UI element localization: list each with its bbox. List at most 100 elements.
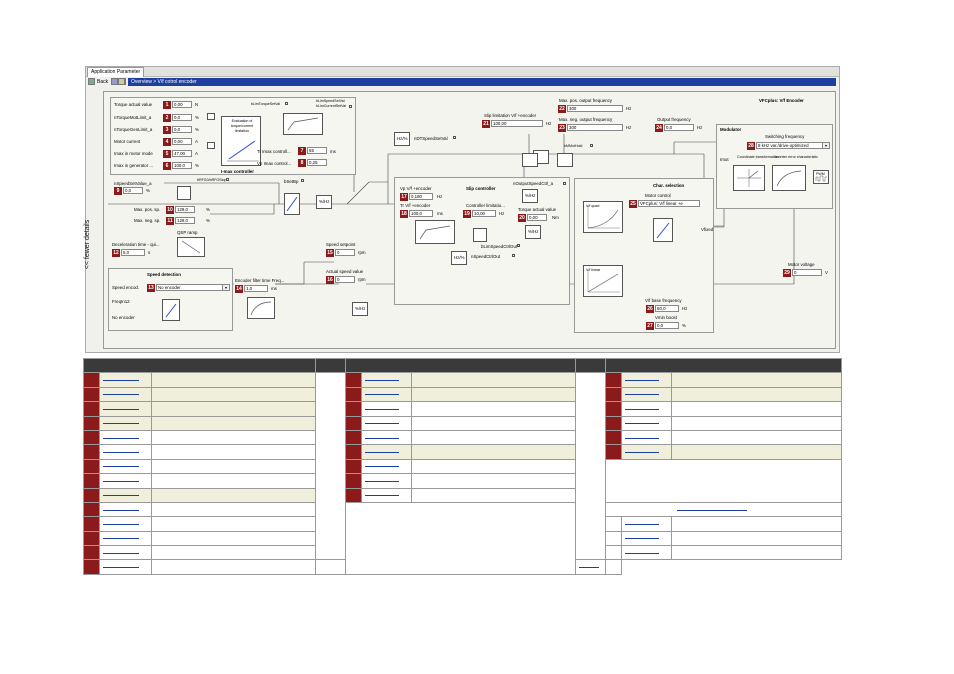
side-panel-toggle[interactable]: << fewer details (84, 91, 101, 351)
out-limit-block-1 (522, 153, 538, 167)
row-link (103, 509, 139, 511)
ctrl-lim-field[interactable]: 10,00 (472, 210, 496, 217)
sig-output-speed: nOutputSpeedCtrl_a (513, 181, 554, 186)
address-bar[interactable]: Overview > V/f cotrol encoder (128, 78, 836, 86)
actual-speed-field[interactable]: 0 (335, 276, 355, 283)
output-freq-label: Output frequency (657, 117, 691, 122)
qsp-ramp-label: QSP ramp (177, 230, 198, 235)
row-link (365, 422, 400, 425)
row-link (103, 537, 139, 540)
port-output-speed[interactable] (563, 182, 566, 185)
max-pos-output-field[interactable]: 300 (567, 105, 623, 112)
pi-slip-block (415, 220, 455, 244)
percent-to-hz-block: %/Hz (316, 195, 332, 209)
vf-quad-curve-icon (587, 206, 620, 229)
speed-set-value-field[interactable]: 0,0 (123, 187, 143, 194)
torque-mot-limit-label: nTorqueMotLimit_a (114, 115, 152, 120)
tr-slip-unit: ms (437, 211, 443, 216)
chevron-down-icon[interactable]: ▾ (822, 143, 829, 148)
speed-encoder-select[interactable]: No encoder ▾ (156, 284, 230, 291)
motor-voltage-field[interactable]: 0 (792, 269, 822, 276)
max-pos-sp-field[interactable]: 129,0 (175, 206, 195, 213)
slip-limit-field[interactable]: 100,00 (491, 120, 543, 127)
chevron-down-icon[interactable]: ▾ (222, 285, 229, 290)
slip-hz-block: Hz/% (394, 132, 410, 146)
slip-limit-block (473, 228, 487, 242)
tr-imax-label: Tr Imax controll... (257, 149, 291, 154)
rpm-to-hz-block: %/Hz (352, 302, 368, 316)
vp-imax-field[interactable]: 0,25 (307, 159, 327, 166)
port-lim-current[interactable] (349, 105, 352, 108)
modulator-title: Modulator (720, 127, 742, 132)
encoder-filter-block (247, 297, 275, 319)
imax-generator-field[interactable]: 100,0 (172, 162, 192, 169)
motor-current-field[interactable]: 0,00 (172, 138, 192, 145)
vp-slip-field[interactable]: 0,180 (409, 193, 433, 200)
forward-arrow-icon[interactable] (111, 78, 118, 85)
encoder-filter-unit: ms (271, 286, 277, 291)
char-selection-panel: Char. selection Motor control 25 VFCplus… (574, 178, 714, 333)
port-rfg-stop[interactable] (226, 178, 229, 181)
row-link (103, 408, 139, 410)
fewer-details-link[interactable]: << fewer details (84, 219, 92, 270)
inverter-error-label: Inverter error characteristic (775, 155, 818, 159)
max-neg-output-unit: Hz (626, 125, 632, 130)
vf-base-freq-label: V/f base frequency (645, 298, 682, 303)
vf-base-freq-field[interactable]: 50,0 (655, 305, 679, 312)
marker-6: 6 (163, 162, 171, 170)
switching-freq-select[interactable]: 8 kHz var./drive-optimized ▾ (756, 142, 830, 149)
vf-base-freq-unit: Hz (682, 306, 688, 311)
tr-slip-label: Tr V/f +encoder (400, 203, 431, 208)
ctrl-lim-unit: Hz (499, 211, 505, 216)
evaluation-block: Evaluation of torque/current limitation (221, 116, 261, 166)
port-n-dt-speed[interactable] (453, 136, 456, 139)
torque-actual-field[interactable]: 0,00 (172, 101, 192, 108)
max-neg-output-field[interactable]: 300 (567, 124, 623, 131)
row-link (103, 451, 139, 454)
marker-17: 17 (400, 193, 408, 201)
header-cell (82, 357, 317, 374)
back-arrow-icon[interactable] (88, 78, 95, 85)
tr-slip-field[interactable]: 100,0 (409, 210, 433, 217)
imax-generator-unit: % (195, 163, 199, 168)
tab-application-parameter[interactable]: Application Parameter (87, 67, 145, 77)
port-mmot-hold[interactable] (590, 144, 593, 147)
block-diagram: Torque actual value 1 0,00 N nTorqueMotL… (103, 91, 836, 349)
row-link (365, 393, 400, 396)
table-row (83, 429, 843, 446)
imax-motor-field[interactable]: 47,00 (172, 150, 192, 157)
footer-link (676, 509, 748, 511)
output-freq-field[interactable]: 0,0 (664, 124, 694, 131)
tr-imax-field[interactable]: 65 (307, 147, 327, 154)
vf-linear-block: V/f linear (583, 265, 623, 297)
speed-set-value-label: nSpeedSetValue_a (114, 181, 152, 186)
inverter-error-block (772, 165, 806, 191)
motor-control-field[interactable]: VFCplus: V/f linear +e (638, 200, 700, 207)
max-neg-sp-field[interactable]: 129,0 (175, 217, 195, 224)
row-link (103, 393, 139, 396)
encoder-filter-field[interactable]: 1,0 (244, 285, 268, 292)
vp-slip-unit: Hz (437, 194, 443, 199)
speed-setpoint-field[interactable]: 0 (335, 249, 355, 256)
folder-icon[interactable] (118, 78, 125, 85)
marker-10: 10 (166, 206, 174, 214)
marker-12: 12 (112, 249, 120, 257)
vmin-boost-field[interactable]: 0,0 (655, 322, 679, 329)
marker-28: 28 (747, 142, 755, 150)
vfixed-label: Vfixed (701, 227, 714, 232)
speed-detection-panel: Speed detection Speed encod. 13 No encod… (108, 268, 233, 331)
marker-26: 26 (646, 305, 654, 313)
slip-controller-title: Slip controller (466, 186, 496, 191)
back-button[interactable]: Back (97, 79, 109, 85)
decel-time-field[interactable]: 5,0 (121, 249, 145, 256)
port-speed-ctrl-out[interactable] (512, 254, 515, 257)
torque-actual-slip-field[interactable]: 0,00 (527, 214, 547, 221)
out-limit-block-2 (557, 153, 573, 167)
row-link (103, 494, 139, 497)
port-set-bp[interactable] (301, 179, 304, 182)
torque-mot-limit-field[interactable]: 0,0 (172, 114, 192, 121)
port-lim-speed-ctrl[interactable] (517, 244, 520, 247)
torque-gen-limit-field[interactable]: 0,0 (172, 126, 192, 133)
vp-slip-label: Vp V/f +encoder (400, 186, 432, 191)
port-lim-torque[interactable] (285, 102, 288, 105)
